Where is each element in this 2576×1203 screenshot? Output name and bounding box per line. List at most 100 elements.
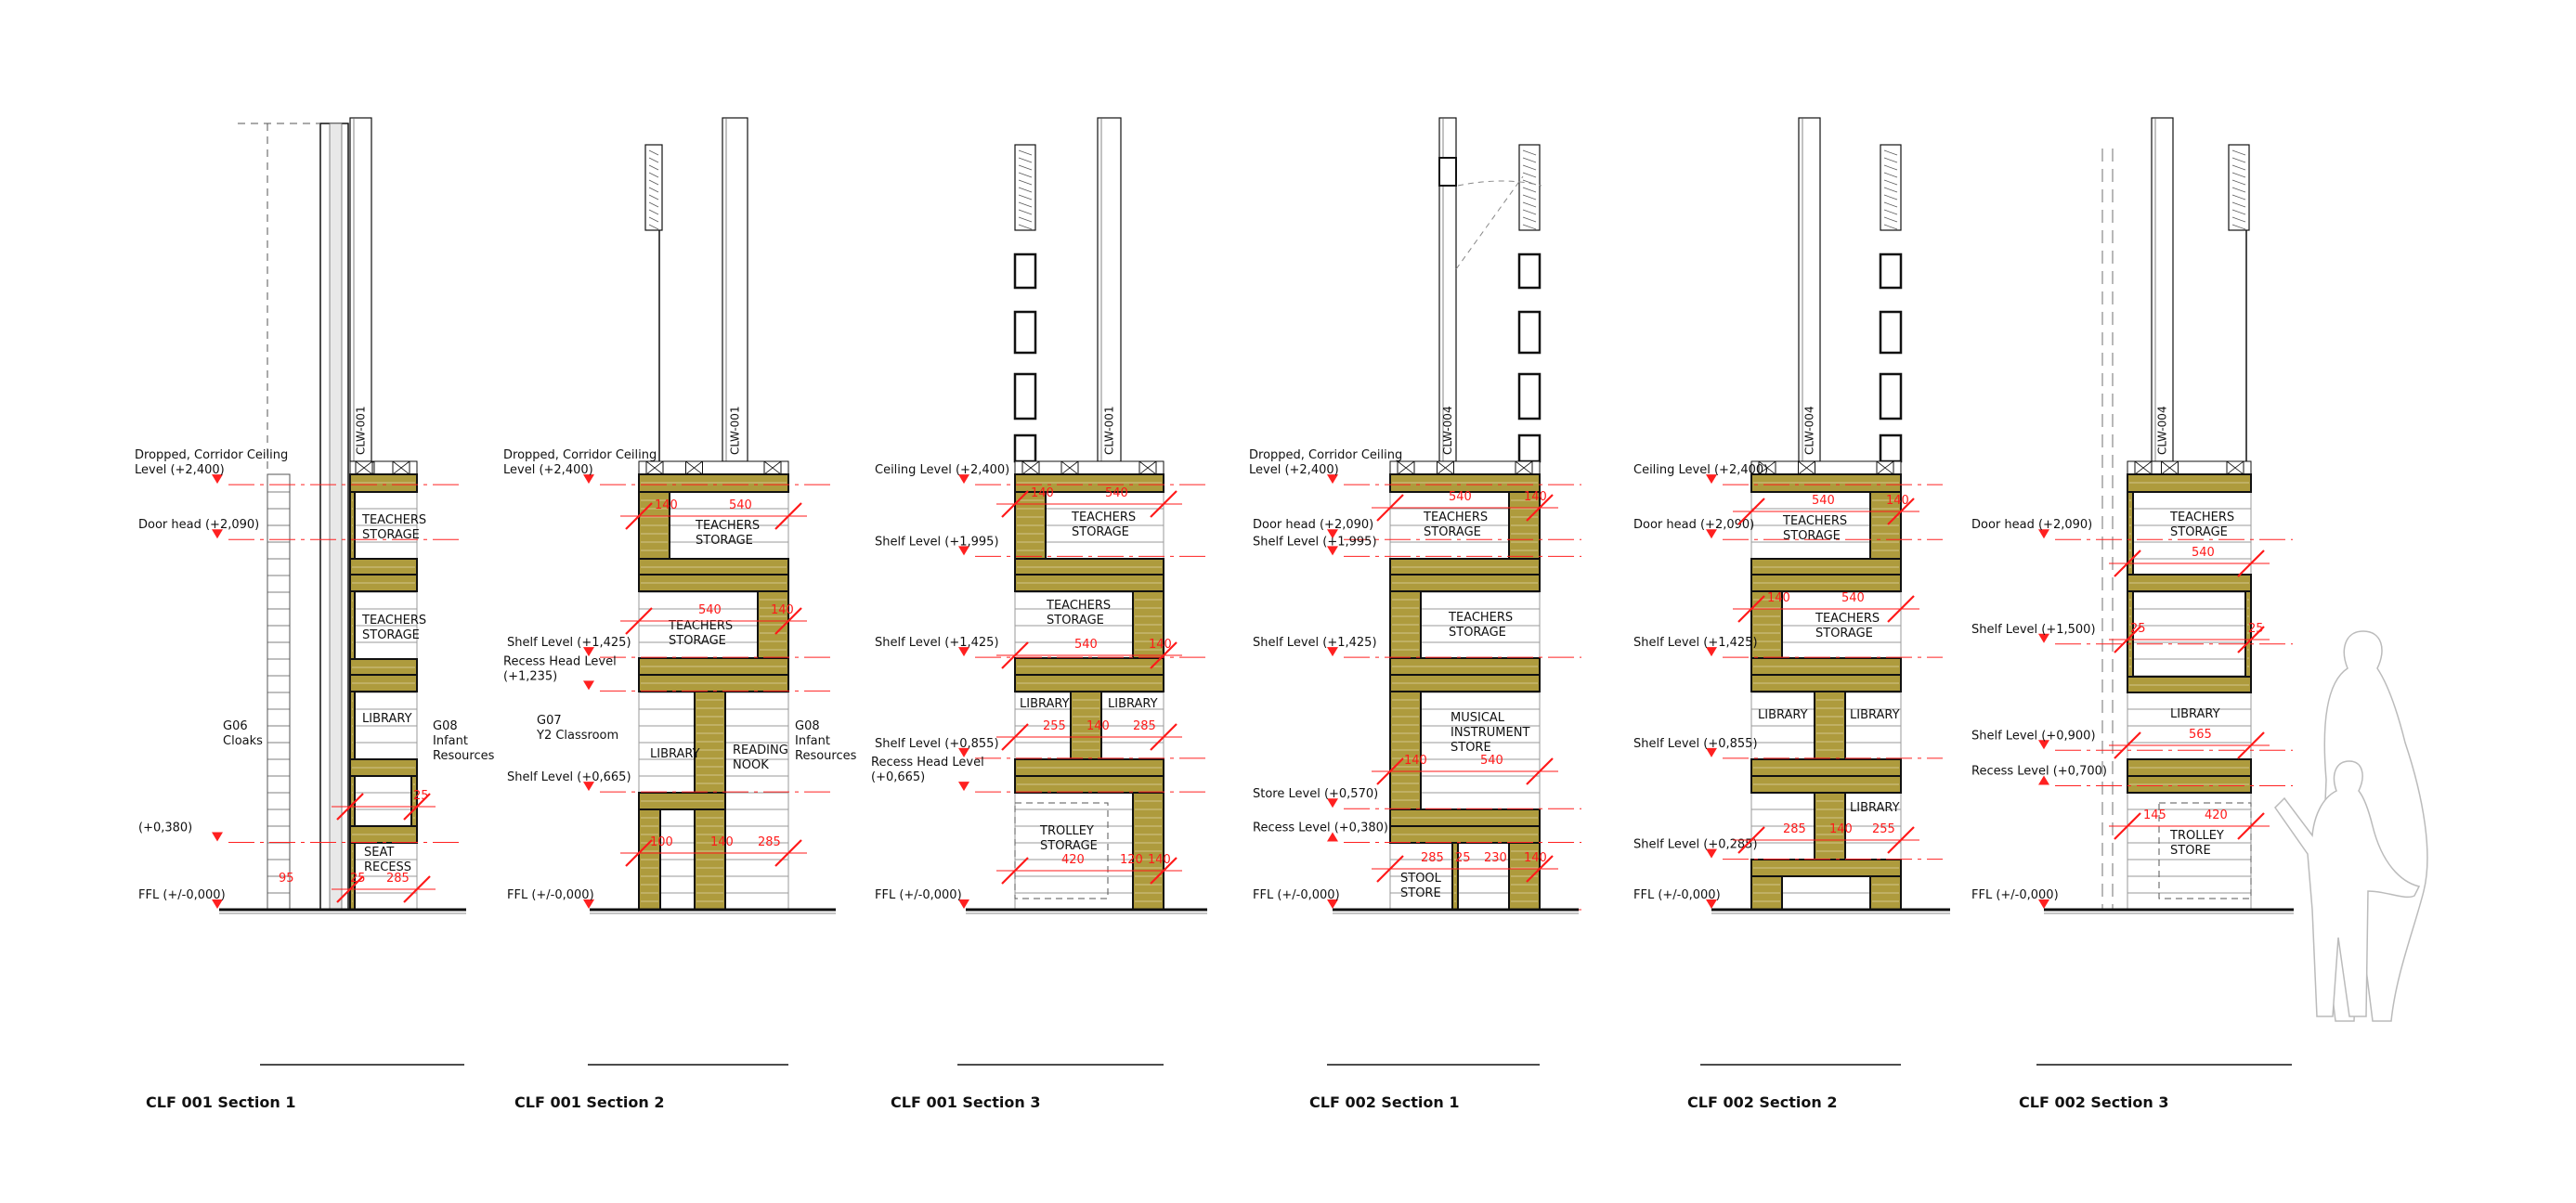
dimension-tick: [1376, 757, 1404, 785]
dimension-tick: [1001, 857, 1029, 885]
level-triangle-icon: [1706, 647, 1717, 657]
dimension-label: 140: [710, 835, 734, 849]
trolley-outline: [1014, 802, 1109, 899]
dimension-tick: [1150, 723, 1177, 751]
dimension-label: 100: [650, 835, 673, 849]
window-elevation: CLW-001: [1013, 117, 1164, 475]
window-hatch: [1522, 157, 1537, 163]
window-hatch: [1018, 164, 1033, 171]
window-hatch: [648, 224, 659, 230]
level-label: Shelf Level (+1,425): [875, 636, 999, 650]
section-title: CLF 001 Section 2: [514, 1093, 664, 1111]
level-triangle-icon: [1706, 747, 1717, 757]
level-triangle-icon: [583, 782, 594, 792]
level-label: Store Level (+0,570): [1253, 787, 1378, 801]
level-label: FFL (+/-0,000): [138, 888, 226, 902]
dimension-tick: [625, 607, 653, 635]
level-triangle-icon: [583, 474, 594, 485]
level-label: (+0,380): [138, 821, 192, 834]
level-label: Door head (+2,090): [1633, 518, 1754, 532]
room-label: TEACHERS: [2169, 511, 2234, 524]
level-label: Door head (+2,090): [138, 518, 259, 532]
window-pane: [1013, 372, 1037, 420]
clw-frame: [722, 117, 748, 462]
room-label: LIBRARY: [1850, 708, 1900, 722]
room-label: TEACHERS: [1071, 511, 1136, 524]
dimension-tick: [774, 839, 802, 867]
room-label: STORAGE: [362, 528, 420, 542]
packer-cross: [1397, 460, 1415, 475]
window-hatch: [2231, 179, 2246, 186]
window-tag: CLW-004: [1441, 406, 1454, 455]
dimension-tick: [2237, 731, 2265, 759]
room-label: Cloaks: [223, 734, 263, 748]
dimension-label: 285: [1421, 851, 1444, 865]
dimension-label: 140: [1524, 490, 1547, 504]
window-hatch: [648, 187, 659, 193]
room-label: TEACHERS: [1423, 511, 1488, 524]
window-hatch: [648, 216, 659, 223]
level-triangle-icon: [1706, 848, 1717, 859]
dimension-tick: [1737, 595, 1765, 623]
room-label: STORE: [1400, 886, 1441, 900]
dimension-tick: [2237, 812, 2265, 840]
adult-silhouette-icon: [2321, 630, 2428, 1022]
room-label: TROLLEY: [1039, 824, 1094, 838]
level-label: Shelf Level (+0,665): [507, 770, 631, 784]
level-label: Recess Level (+0,380): [1253, 821, 1388, 834]
window-hatch: [1018, 157, 1033, 163]
room-label: LIBRARY: [1108, 697, 1158, 711]
window-tag: CLW-001: [355, 406, 368, 455]
level-marker: Shelf Level (+0,285): [1633, 838, 1943, 860]
packer-cross: [1515, 460, 1533, 475]
level-marker: Shelf Level (+1,425): [1633, 636, 1943, 658]
room-label: G06: [223, 719, 248, 733]
dimension-tick: [336, 793, 364, 821]
dimension-label: 140: [1886, 494, 1909, 508]
room-label: TEACHERS: [1046, 599, 1111, 613]
dimension-label: 540: [1480, 754, 1503, 768]
window-hatch: [1883, 209, 1898, 215]
level-triangle-icon: [583, 647, 594, 657]
window-hatch: [1522, 187, 1537, 193]
packer-cross: [2134, 460, 2153, 475]
dimension-label: 25: [2248, 622, 2264, 636]
level-marker: Recess Head Level(+0,665): [871, 756, 1205, 793]
window-hatch: [2231, 187, 2246, 193]
window-hatch: [1018, 172, 1033, 178]
packer-cross: [1876, 460, 1894, 475]
level-label: Shelf Level (+1,425): [1633, 636, 1758, 650]
room-label: MUSICAL: [1451, 711, 1505, 725]
dimension-tick: [1150, 641, 1177, 669]
room-label: Infant: [795, 734, 830, 748]
window-elevation: CLW-004: [1389, 117, 1542, 475]
window-pane: [1879, 310, 1903, 355]
door-head-detail: [1438, 157, 1457, 187]
section-title: CLF 001 Section 3: [891, 1093, 1040, 1111]
dimension-label: 540: [1449, 490, 1472, 504]
window-elevation: CLW-004: [1750, 117, 1903, 475]
level-label: Level (+2,400): [503, 463, 593, 477]
dimension-label: 540: [1812, 494, 1835, 508]
window-hatch: [2231, 201, 2246, 208]
section-title: CLF 002 Section 1: [1309, 1093, 1459, 1111]
dimension-tick: [2237, 626, 2265, 653]
level-label: Level (+2,400): [1249, 463, 1339, 477]
packer-cross: [1021, 460, 1040, 475]
level-marker: Ceiling Level (+2,400): [1633, 463, 1943, 485]
room-label: G08: [433, 719, 458, 733]
window-pane: [1013, 310, 1037, 355]
human-scale-figures: [2274, 630, 2428, 1022]
trolley-outline: [2158, 802, 2252, 899]
level-triangle-icon: [1706, 899, 1717, 909]
level-label: Dropped, Corridor Ceiling: [1249, 448, 1402, 462]
door-swing-arc: [1455, 175, 1542, 270]
window-hatch: [648, 164, 659, 171]
level-marker: Recess Level (+0,380): [1253, 821, 1581, 843]
room-label: STORAGE: [1424, 525, 1481, 539]
level-marker: Shelf Level (+0,855): [875, 737, 1205, 759]
dimension-label: 230: [1484, 851, 1507, 865]
